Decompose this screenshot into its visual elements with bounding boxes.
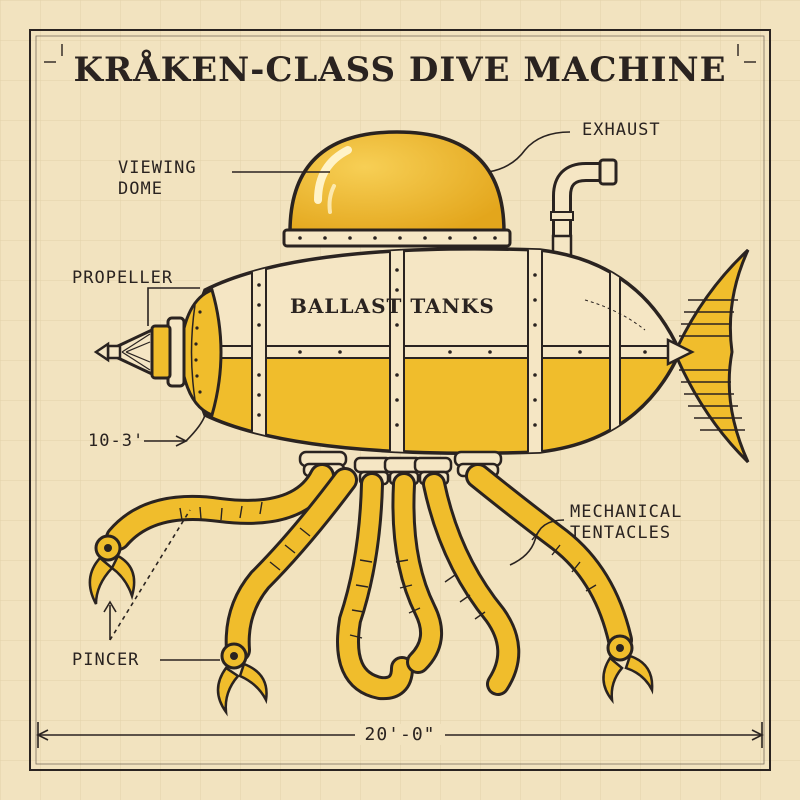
leader-lines: [103, 131, 571, 661]
label-tentacles-line2: TENTACLES: [570, 523, 672, 543]
label-length-dimension: 20'-0": [355, 724, 445, 745]
pincer-left: [88, 534, 136, 605]
height-dimension-ticks: [44, 44, 756, 63]
mechanical-tentacles: [88, 450, 654, 717]
label-pincer: PINCER: [72, 650, 140, 670]
border-frame: [29, 29, 771, 771]
pincer-right: [602, 634, 654, 705]
exhaust-pipe: [550, 158, 618, 266]
diagram-title: KRÅKEN-CLASS DIVE MACHINE: [73, 50, 727, 90]
pincer-bottom: [216, 642, 268, 717]
label-viewing-dome-line1: VIEWING: [118, 158, 197, 178]
label-height-dimension: 10-3': [88, 431, 145, 451]
viewing-dome: [282, 130, 512, 248]
label-mechanical-tentacles: MECHANICAL TENTACLES: [570, 502, 682, 544]
label-ballast-tanks: BALLAST TANKS: [290, 294, 495, 318]
border-frame-inner: [35, 35, 765, 765]
label-tentacles-line1: MECHANICAL: [570, 502, 683, 522]
label-propeller: PROPELLER: [72, 268, 174, 288]
label-viewing-dome-line2: DOME: [118, 179, 163, 199]
label-exhaust: EXHAUST: [582, 120, 661, 140]
propeller-assembly: [93, 288, 223, 417]
hull: [190, 247, 695, 455]
label-viewing-dome: VIEWING DOME: [118, 158, 197, 200]
tail-fin: [676, 248, 750, 464]
